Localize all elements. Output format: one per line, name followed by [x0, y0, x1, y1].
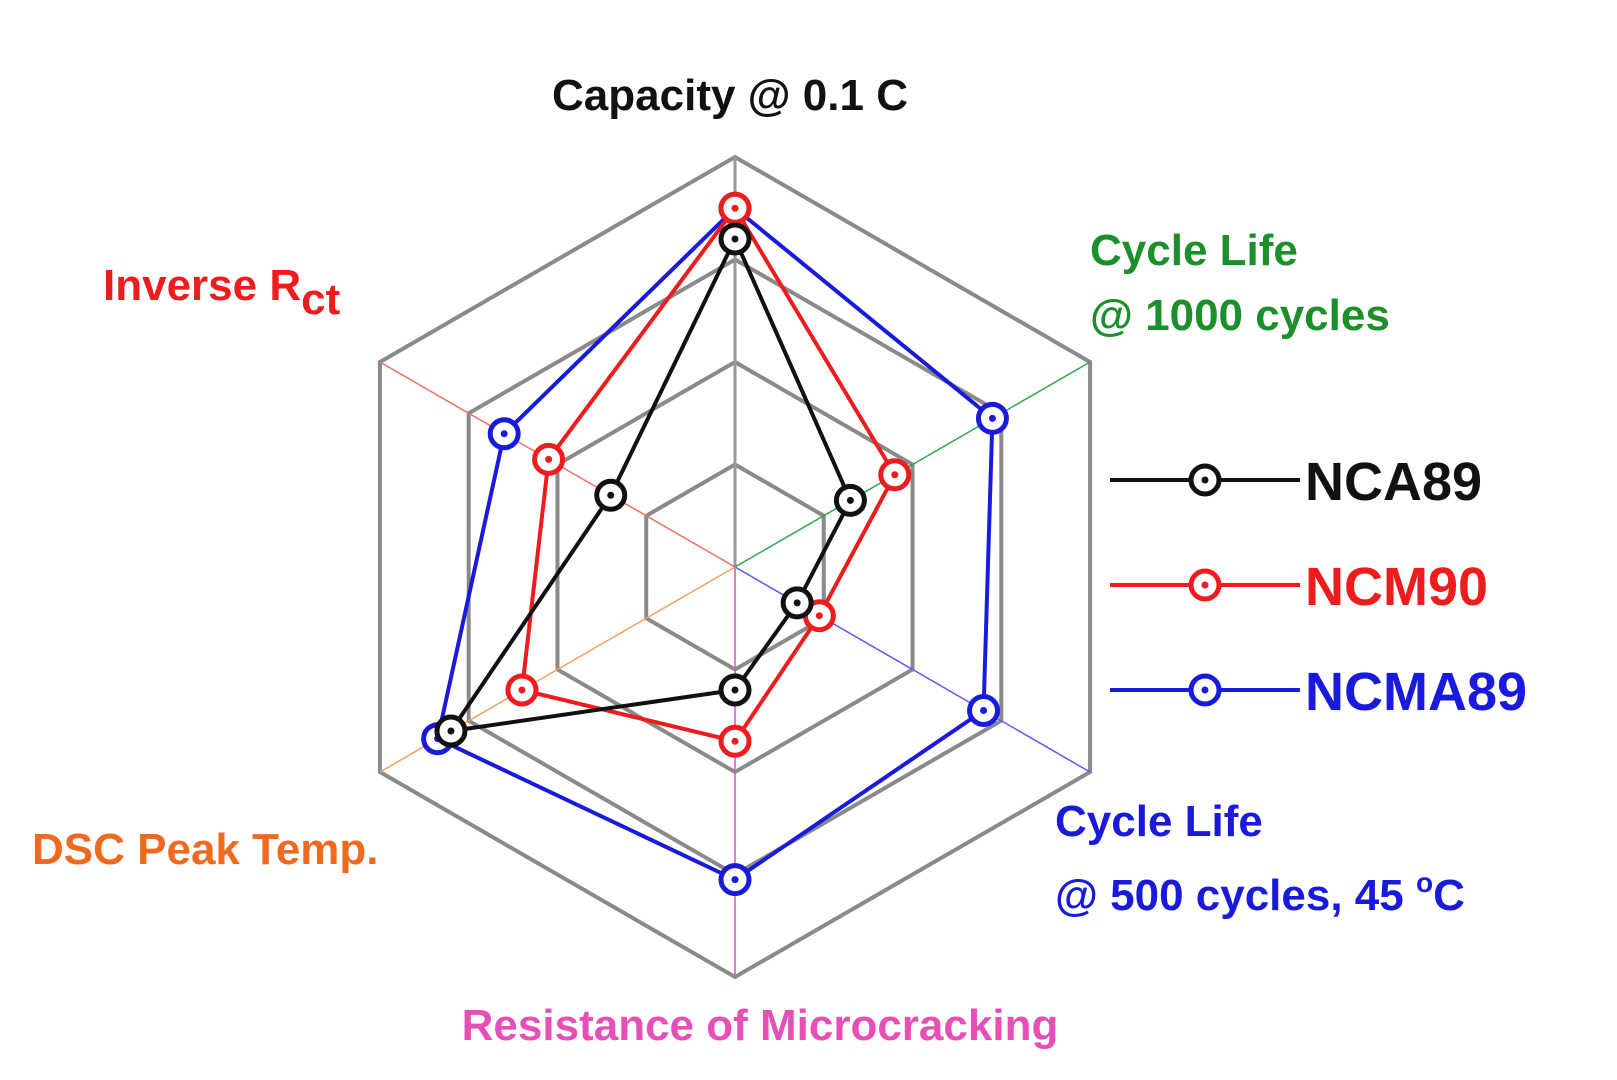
- legend-marker-dot-ncma89: [1201, 686, 1209, 694]
- point-dot-ncm90-cycle-life-1000: [891, 471, 899, 479]
- legend-marker-dot-ncm90: [1201, 581, 1209, 589]
- point-dot-nca89-cycle-life-1000: [846, 496, 854, 504]
- legend-item-ncma89: NCMA89: [1110, 662, 1527, 722]
- point-dot-ncma89-cycle-life-500: [980, 707, 988, 714]
- axis-lines: [379, 157, 1091, 977]
- point-dot-ncma89-cycle-life-1000: [988, 414, 996, 422]
- cycle-life-500-superscript: o: [1416, 867, 1433, 898]
- axis-line-cycle-life-1000: [734, 361, 1091, 568]
- point-dot-nca89-capacity: [731, 235, 739, 243]
- axis-label-cycle-life-500-line2: @ 500 cycles, 45 oC: [1055, 867, 1465, 920]
- axis-label-microcracking: Resistance of Microcracking: [462, 1001, 1059, 1050]
- cycle-life-500-main: @ 500 cycles, 45: [1055, 871, 1416, 920]
- legend: NCA89 NCM90 NCMA89: [1110, 452, 1527, 722]
- point-dot-nca89-cycle-life-500: [793, 599, 801, 607]
- axis-label-cycle-life-1000-line1: Cycle Life: [1090, 226, 1298, 275]
- point-dot-ncm90-microcracking: [731, 737, 739, 745]
- inverse-rct-subscript: ct: [301, 275, 340, 324]
- axis-label-capacity: Capacity @ 0.1 C: [552, 71, 908, 120]
- point-dot-ncm90-capacity: [731, 204, 739, 212]
- point-dot-ncm90-cycle-life-500: [815, 612, 823, 620]
- cycle-life-500-end: C: [1433, 871, 1465, 920]
- point-dot-nca89-dsc: [447, 727, 455, 735]
- legend-label-ncma89: NCMA89: [1305, 662, 1527, 722]
- axis-label-inverse-rct: Inverse Rct: [103, 261, 341, 324]
- axis-label-dsc: DSC Peak Temp.: [32, 825, 378, 874]
- legend-item-ncm90: NCM90: [1110, 557, 1488, 617]
- point-dot-ncm90-dsc: [518, 686, 526, 694]
- axis-label-cycle-life-500-line1: Cycle Life: [1055, 797, 1263, 846]
- series-polygons: [421, 191, 1009, 897]
- point-dot-ncma89-inverse-rct: [500, 430, 508, 438]
- inverse-rct-main: Inverse R: [103, 261, 301, 310]
- point-dot-nca89-microcracking: [731, 686, 739, 694]
- point-dot-ncma89-microcracking: [731, 876, 739, 884]
- point-dot-ncm90-inverse-rct: [545, 455, 553, 463]
- legend-label-nca89: NCA89: [1305, 452, 1482, 512]
- axis-label-cycle-life-1000-line2: @ 1000 cycles: [1090, 291, 1390, 340]
- legend-label-ncm90: NCM90: [1305, 557, 1488, 617]
- series-line-ncma89: [435, 205, 995, 882]
- legend-marker-dot-nca89: [1201, 476, 1209, 484]
- point-dot-nca89-inverse-rct: [607, 491, 615, 499]
- legend-item-nca89: NCA89: [1110, 452, 1482, 512]
